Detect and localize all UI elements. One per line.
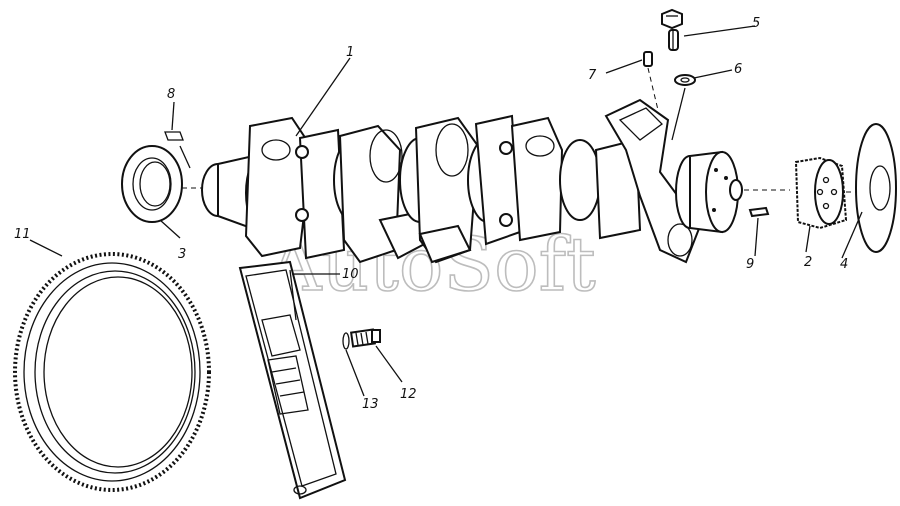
flywheel [238,260,347,500]
timing-gear [794,156,848,230]
callout-1: 1 [346,45,354,60]
callout-12: 12 [400,387,417,402]
callout-2: 2 [804,255,812,270]
callout-13: 13 [362,397,379,412]
ring-gear [13,252,211,492]
callout-7: 7 [588,68,597,83]
callout-4: 4 [840,257,848,272]
flywheel-bolt [342,328,381,350]
bolt-assembly [643,8,696,141]
callout-10: 10 [342,267,359,282]
seal-ring [121,145,183,223]
callout-6: 6 [734,62,742,77]
dowel-pin [164,131,184,141]
callout-8: 8 [167,87,175,102]
woodruff-key [748,206,770,218]
callout-labels: 1 2 3 4 5 6 7 8 9 10 11 12 13 [14,16,848,412]
callout-9: 9 [746,257,754,272]
oil-slinger-disc [855,123,897,253]
callout-3: 3 [178,247,186,262]
callout-11: 11 [14,227,31,242]
callout-5: 5 [752,16,760,31]
crankshaft [182,98,790,264]
leader-lines [29,25,863,397]
